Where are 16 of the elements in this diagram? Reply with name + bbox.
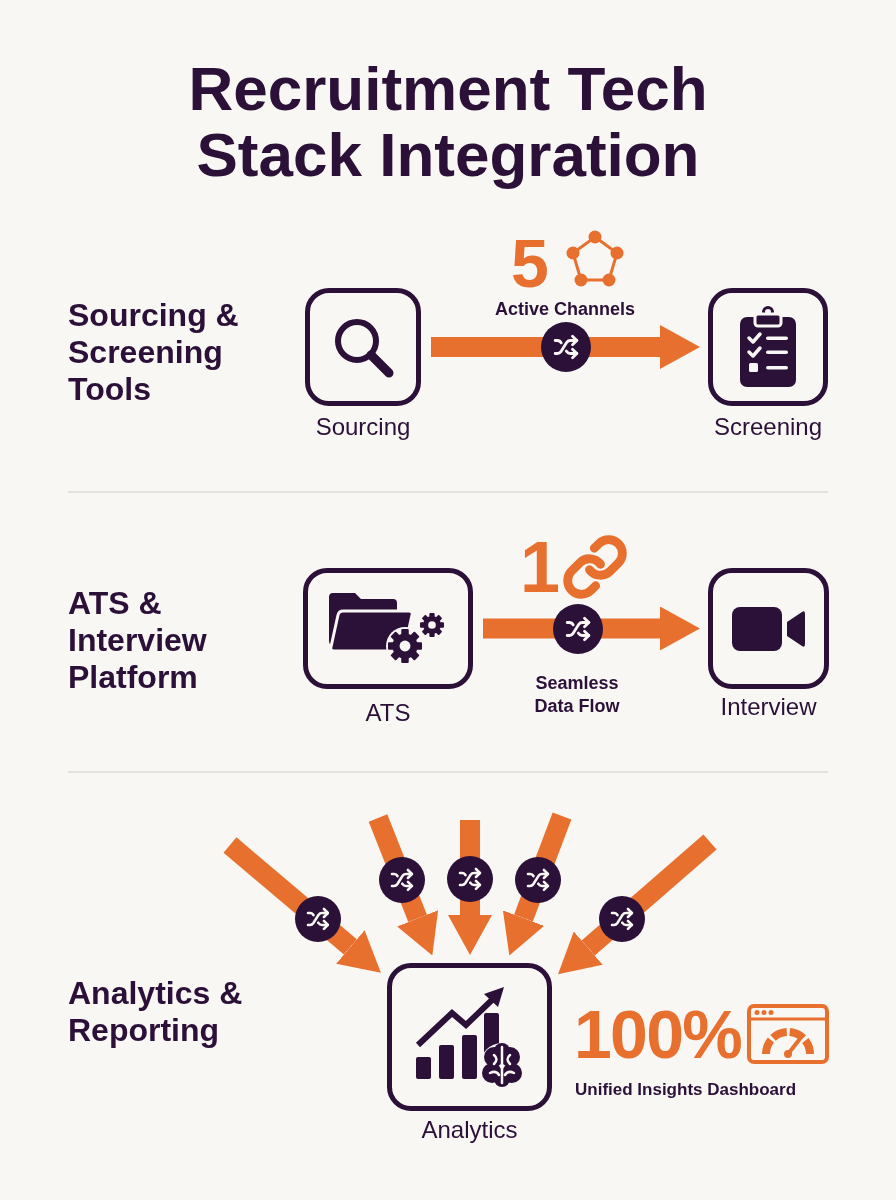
stat-number: 5 — [511, 229, 549, 297]
node-label: Analytics — [421, 1116, 518, 1144]
arrow — [223, 837, 381, 973]
node-label: Screening — [713, 413, 823, 441]
section-heading: Analytics & Reporting — [68, 975, 244, 1049]
arrow — [558, 834, 717, 975]
node-label: Interview — [720, 693, 817, 721]
title: Recruitment Tech Stack Integration — [187, 56, 709, 188]
section-heading: ATS & Interview Platform — [68, 585, 208, 696]
stat-caption: Unified Insights Dashboard — [575, 1079, 797, 1101]
node-label: ATS — [365, 699, 411, 727]
section-heading: Sourcing & Screening Tools — [68, 297, 240, 408]
arrow — [431, 325, 700, 369]
node-label: Sourcing — [315, 413, 411, 441]
stat-number: 100% — [574, 1000, 742, 1068]
stat-number: 1 — [520, 531, 561, 603]
